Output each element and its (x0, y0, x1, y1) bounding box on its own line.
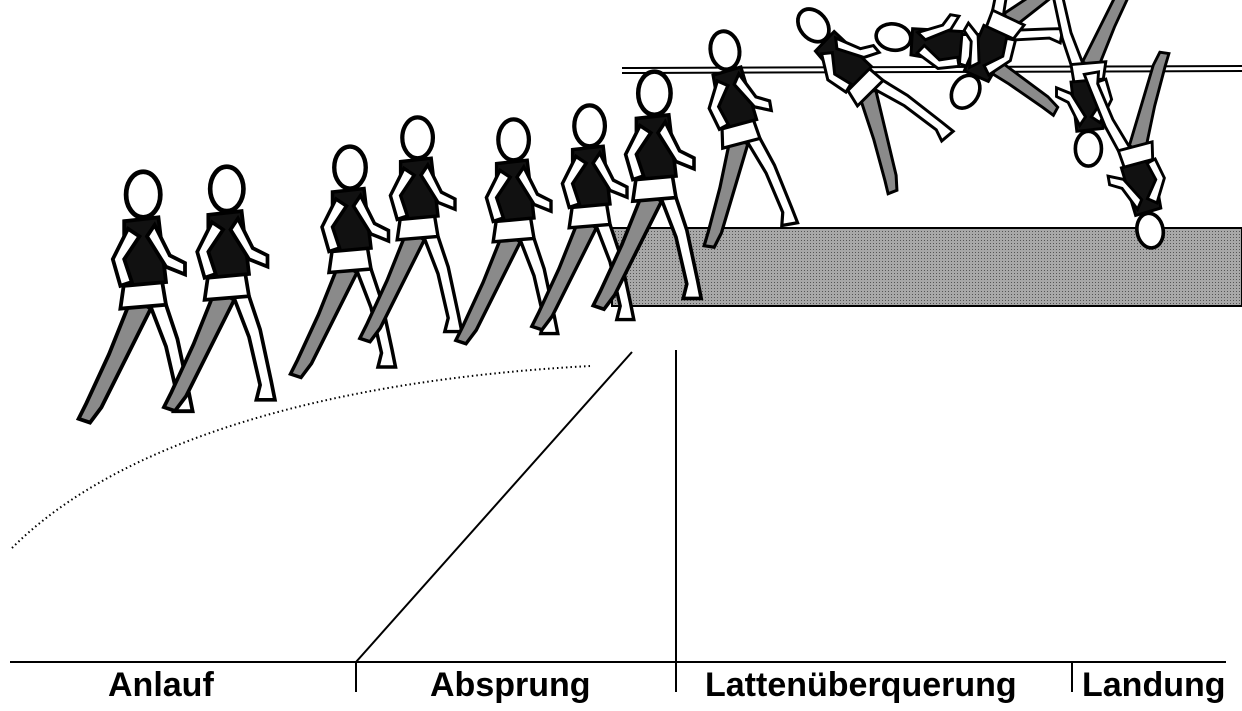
phase-label-lattenueberquerung: Lattenüberquerung (705, 666, 1017, 704)
run-up-curve (11, 365, 591, 549)
runner-figure (291, 147, 396, 378)
phase-label-absprung: Absprung (430, 666, 591, 704)
diagonal-takeoff-line (355, 351, 633, 663)
phase-label-landung: Landung (1082, 666, 1226, 704)
runner-figure (532, 105, 634, 329)
runner-figure (164, 167, 275, 411)
phase-label-anlauf: Anlauf (108, 666, 214, 704)
runner-figure (668, 24, 799, 249)
high-jump-bar (621, 65, 1242, 74)
